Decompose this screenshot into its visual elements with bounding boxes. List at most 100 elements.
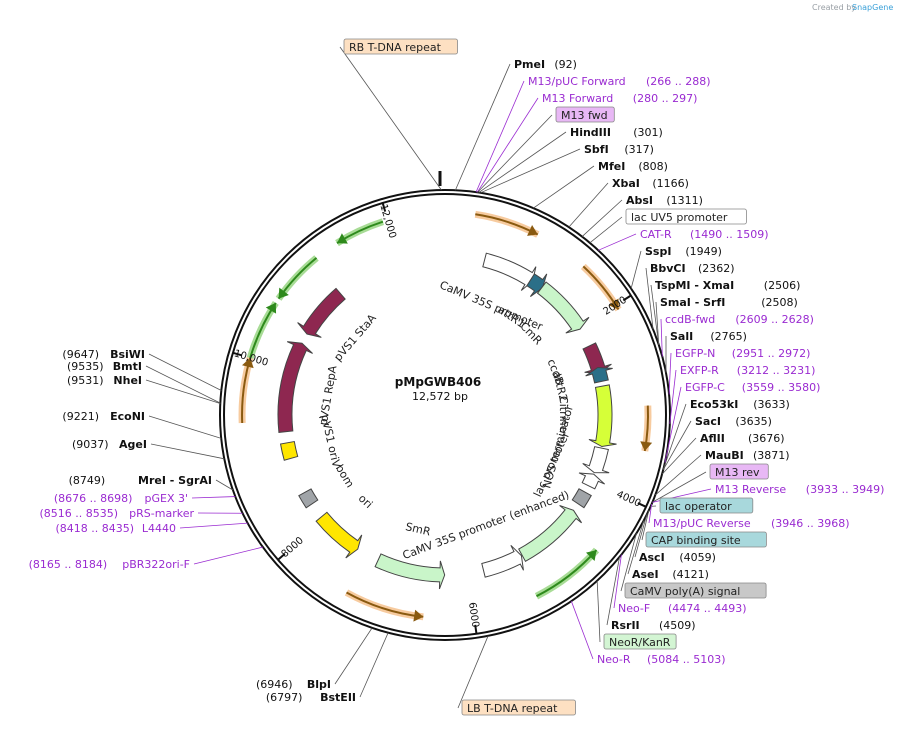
- primer-name: EGFP-C: [685, 381, 725, 394]
- primer-name: M13 Forward: [542, 92, 613, 105]
- enzyme-position: (4059): [679, 551, 716, 564]
- primer-position: (266 .. 288): [646, 75, 711, 88]
- feature-lac-promoter: [579, 473, 605, 489]
- primer-position: (3933 .. 3949): [806, 483, 885, 496]
- label-box-text: NeoR/KanR: [609, 636, 671, 649]
- feature-label-ori: ori: [356, 492, 375, 511]
- label-box-text: lac operator: [665, 500, 732, 513]
- map-label-lac-operator[interactable]: lac operator: [651, 498, 753, 513]
- label-leader-line: [149, 416, 221, 438]
- label-leader-line: [621, 533, 636, 591]
- map-label-econi[interactable]: EcoNI(9221): [62, 410, 221, 438]
- enzyme-name: PmeI: [514, 58, 545, 71]
- enzyme-position: (1949): [685, 245, 722, 258]
- primer-position: (3946 .. 3968): [771, 517, 850, 530]
- enzyme-name: SbfI: [584, 143, 609, 156]
- primer-name: pRS-marker: [129, 507, 194, 520]
- label-leader-line: [180, 523, 248, 528]
- label-box-text: RB T-DNA repeat: [349, 41, 442, 54]
- primer-position: (3212 .. 3231): [737, 364, 816, 377]
- label-leader-line: [151, 444, 224, 459]
- feature-attr2: [586, 368, 613, 383]
- credit-prefix: Created by: [812, 3, 856, 12]
- map-label-agei[interactable]: AgeI(9037): [72, 438, 224, 459]
- enzyme-name: BbvCI: [650, 262, 686, 275]
- primer-position: (8165 .. 8184): [29, 558, 108, 571]
- map-label-pgex-3[interactable]: pGEX 3'(8676 .. 8698): [54, 492, 235, 505]
- primer-name: EXFP-R: [680, 364, 719, 377]
- map-label-l4440[interactable]: L4440(8418 .. 8435): [55, 522, 247, 535]
- enzyme-name: SacI: [695, 415, 721, 428]
- map-label-prs-marker[interactable]: pRS-marker (8516 .. 8535): [39, 507, 242, 520]
- label-box-text: M13 fwd: [561, 109, 608, 122]
- enzyme-name: NheI: [113, 374, 142, 387]
- map-label-rb-t-dna-repeat[interactable]: RB T-DNA repeat: [340, 39, 458, 190]
- enzyme-position: (6946): [256, 678, 293, 691]
- enzyme-position: (6797): [266, 691, 303, 704]
- label-leader-line: [146, 380, 220, 404]
- label-leader-line: [597, 581, 600, 642]
- label-box-text: CaMV poly(A) signal: [630, 585, 740, 598]
- primer-name: Neo-R: [597, 653, 631, 666]
- scale-tick-label: 8000: [279, 535, 305, 560]
- enzyme-name: BmtI: [113, 360, 142, 373]
- enzyme-position: (808): [638, 160, 668, 173]
- enzyme-position: (9535): [67, 360, 104, 373]
- outer-arc-band: [475, 214, 538, 234]
- primer-position: (2609 .. 2628): [735, 313, 814, 326]
- enzyme-position: (3871): [753, 449, 790, 462]
- enzyme-position: (301): [633, 126, 663, 139]
- label-leader-line: [598, 234, 636, 250]
- map-label-lb-t-dna-repeat[interactable]: LB T-DNA repeat: [458, 636, 576, 715]
- feature-pvs1-staa: [298, 288, 346, 337]
- map-label-cat-r[interactable]: CAT-R(1490 .. 1509): [598, 228, 768, 250]
- label-leader-line: [194, 547, 263, 564]
- enzyme-name: AbsI: [626, 194, 653, 207]
- label-box-text: LB T-DNA repeat: [467, 702, 558, 715]
- enzyme-position: (4121): [672, 568, 709, 581]
- enzyme-position: (4509): [659, 619, 696, 632]
- enzyme-name: BsiWI: [110, 348, 145, 361]
- label-leader-line: [477, 115, 552, 192]
- primer-position: (3559 .. 3580): [742, 381, 821, 394]
- enzyme-name: SspI: [645, 245, 671, 258]
- feature-cmr: [538, 282, 589, 333]
- primer-name: pGEX 3': [144, 492, 188, 505]
- enzyme-position: (2508): [761, 296, 798, 309]
- feature-pvs1-oriv: [281, 442, 298, 461]
- primer-position: (2951 .. 2972): [732, 347, 811, 360]
- plasmid-center: pMpGWB406 12,572 bp: [395, 375, 481, 403]
- label-leader-line: [569, 183, 608, 227]
- enzyme-position: (1166): [652, 177, 689, 190]
- map-label-pbr322ori-f[interactable]: pBR322ori-F (8165 .. 8184): [29, 547, 263, 571]
- feature-pvs1-repa: [278, 342, 313, 433]
- map-label-mrei-sgrai[interactable]: MreI - SgrAI(8749): [69, 474, 233, 490]
- label-leader-line: [360, 633, 388, 697]
- enzyme-position: (2362): [698, 262, 735, 275]
- label-leader-line: [533, 166, 594, 208]
- map-label-blpi[interactable]: BlpI (6946): [256, 628, 372, 691]
- label-leader-line: [631, 251, 641, 289]
- enzyme-name: BstEII: [320, 691, 356, 704]
- label-box-text: lac UV5 promoter: [631, 211, 728, 224]
- primer-name: Neo-F: [618, 602, 650, 615]
- inner-features: CaMV 35S promoterattR1CmRccdBattR2Citrin…: [278, 253, 617, 589]
- enzyme-position: (1311): [666, 194, 703, 207]
- enzyme-name: AscI: [639, 551, 665, 564]
- label-box-text: M13 rev: [715, 466, 760, 479]
- label-leader-line: [476, 81, 524, 192]
- enzyme-position: (3633): [753, 398, 790, 411]
- feature-label-pvs1-repa: pVS1 RepA: [317, 364, 340, 426]
- enzyme-name: AflII: [700, 432, 725, 445]
- map-label-bsteii[interactable]: BstEII (6797): [266, 633, 388, 704]
- enzyme-name: AseI: [632, 568, 659, 581]
- feature-label-pvs1-staa: pVS1 StaA: [331, 311, 379, 363]
- label-leader-line: [340, 47, 441, 190]
- primer-name: pBR322ori-F: [122, 558, 190, 571]
- enzyme-name: XbaI: [612, 177, 640, 190]
- enzyme-name: BlpI: [307, 678, 331, 691]
- label-leader-line: [149, 354, 221, 391]
- primer-position: (8516 .. 8535): [39, 507, 118, 520]
- feature-camv-poly-a: [572, 489, 591, 508]
